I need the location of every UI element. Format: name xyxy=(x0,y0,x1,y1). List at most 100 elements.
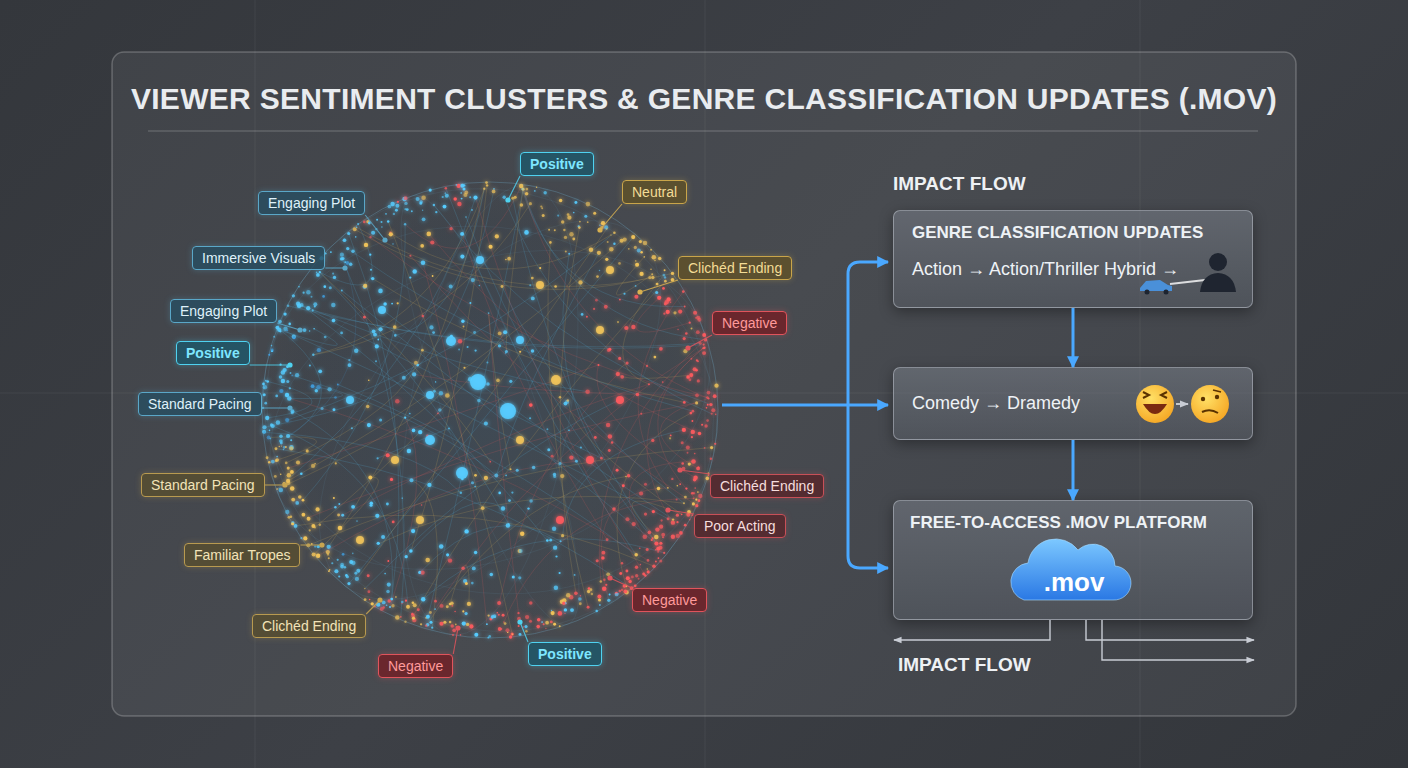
network-dot xyxy=(648,276,651,279)
network-dot xyxy=(471,582,474,585)
network-dot xyxy=(497,601,501,605)
network-dot xyxy=(529,620,532,623)
network-hub xyxy=(516,336,524,344)
network-dot xyxy=(505,350,508,353)
tag-text: Familiar Tropes xyxy=(194,547,290,563)
network-dot xyxy=(580,446,582,448)
network-dot xyxy=(303,536,307,540)
network-dot xyxy=(438,408,442,412)
network-dot xyxy=(427,232,432,237)
network-dot xyxy=(421,260,426,265)
network-dot xyxy=(263,431,265,433)
network-dot xyxy=(578,226,581,229)
network-dot xyxy=(311,524,315,528)
network-dot xyxy=(498,492,501,495)
network-dot xyxy=(608,348,611,351)
network-dot xyxy=(439,544,444,549)
network-dot xyxy=(372,329,376,333)
network-link xyxy=(320,224,372,285)
network-dot xyxy=(564,236,567,239)
network-dot xyxy=(295,373,299,377)
network-dot xyxy=(290,439,292,441)
network-dot xyxy=(511,632,514,635)
network-dot xyxy=(657,551,659,553)
network-dot xyxy=(584,215,587,218)
network-dot xyxy=(393,213,395,215)
network-dot xyxy=(516,469,519,472)
network-dot xyxy=(532,466,536,470)
network-dot xyxy=(575,460,578,463)
network-dot xyxy=(610,234,611,235)
network-link xyxy=(329,189,485,547)
network-dot xyxy=(404,196,408,200)
network-dot xyxy=(474,633,478,637)
network-dot xyxy=(672,518,674,520)
box-text: Comedy → Dramedy xyxy=(912,393,1080,414)
network-dot xyxy=(580,595,581,596)
network-dot xyxy=(375,514,379,518)
section-label: IMPACT FLOW xyxy=(893,173,1026,195)
network-dot xyxy=(677,485,679,487)
network-dot xyxy=(456,184,458,186)
network-dot xyxy=(526,188,529,191)
network-dot xyxy=(340,563,344,567)
network-dot xyxy=(401,497,402,498)
flow-arrow xyxy=(1086,620,1254,640)
network-dot xyxy=(371,277,374,280)
network-dot xyxy=(433,390,436,393)
network-dot xyxy=(670,302,672,304)
leader-line xyxy=(300,544,322,545)
network-hub xyxy=(616,396,624,404)
network-hub xyxy=(425,435,435,445)
network-dot xyxy=(312,354,314,356)
network-dot xyxy=(697,379,700,382)
network-dot xyxy=(590,588,593,591)
network-dot xyxy=(536,625,540,629)
network-dot xyxy=(702,351,706,355)
network-dot xyxy=(706,477,710,481)
network-dot xyxy=(654,260,655,261)
network-dot xyxy=(348,359,350,361)
network-dot xyxy=(662,274,665,277)
network-dot xyxy=(412,617,415,620)
network-dot xyxy=(329,286,332,289)
network-dot xyxy=(279,435,283,439)
network-link xyxy=(273,426,408,607)
network-dot xyxy=(621,589,623,591)
network-dot xyxy=(682,290,685,293)
network-link xyxy=(308,403,696,518)
network-dot xyxy=(349,262,352,265)
network-dot xyxy=(695,499,697,501)
network-dot xyxy=(331,303,336,308)
network-dot xyxy=(451,605,453,607)
network-dot xyxy=(652,564,656,568)
network-dot xyxy=(634,295,638,299)
network-dot xyxy=(404,620,406,622)
leader-line xyxy=(265,484,285,485)
network-dot xyxy=(659,525,663,529)
network-dot xyxy=(488,635,491,638)
network-dot xyxy=(420,623,422,625)
network-link xyxy=(371,237,708,398)
network-dot xyxy=(466,623,469,626)
network-dot xyxy=(316,385,320,389)
network-dot xyxy=(409,255,411,257)
network-dot xyxy=(714,384,718,388)
network-dot xyxy=(501,506,505,510)
network-dot xyxy=(352,553,354,555)
network-dot xyxy=(595,299,598,302)
network-dot xyxy=(464,529,468,533)
network-dot xyxy=(286,434,290,438)
tag-text: Standard Pacing xyxy=(148,396,252,412)
network-dot xyxy=(587,221,589,223)
network-dot xyxy=(382,601,386,605)
network-dot xyxy=(587,606,590,609)
network-dot xyxy=(686,375,690,379)
sentiment-tag: Familiar Tropes xyxy=(184,543,300,567)
network-dot xyxy=(274,475,277,478)
tag-text: Positive xyxy=(530,156,584,172)
network-dot xyxy=(631,576,634,579)
network-dot xyxy=(676,521,678,523)
network-dot xyxy=(652,537,654,539)
sentiment-tag: Positive xyxy=(520,152,594,176)
